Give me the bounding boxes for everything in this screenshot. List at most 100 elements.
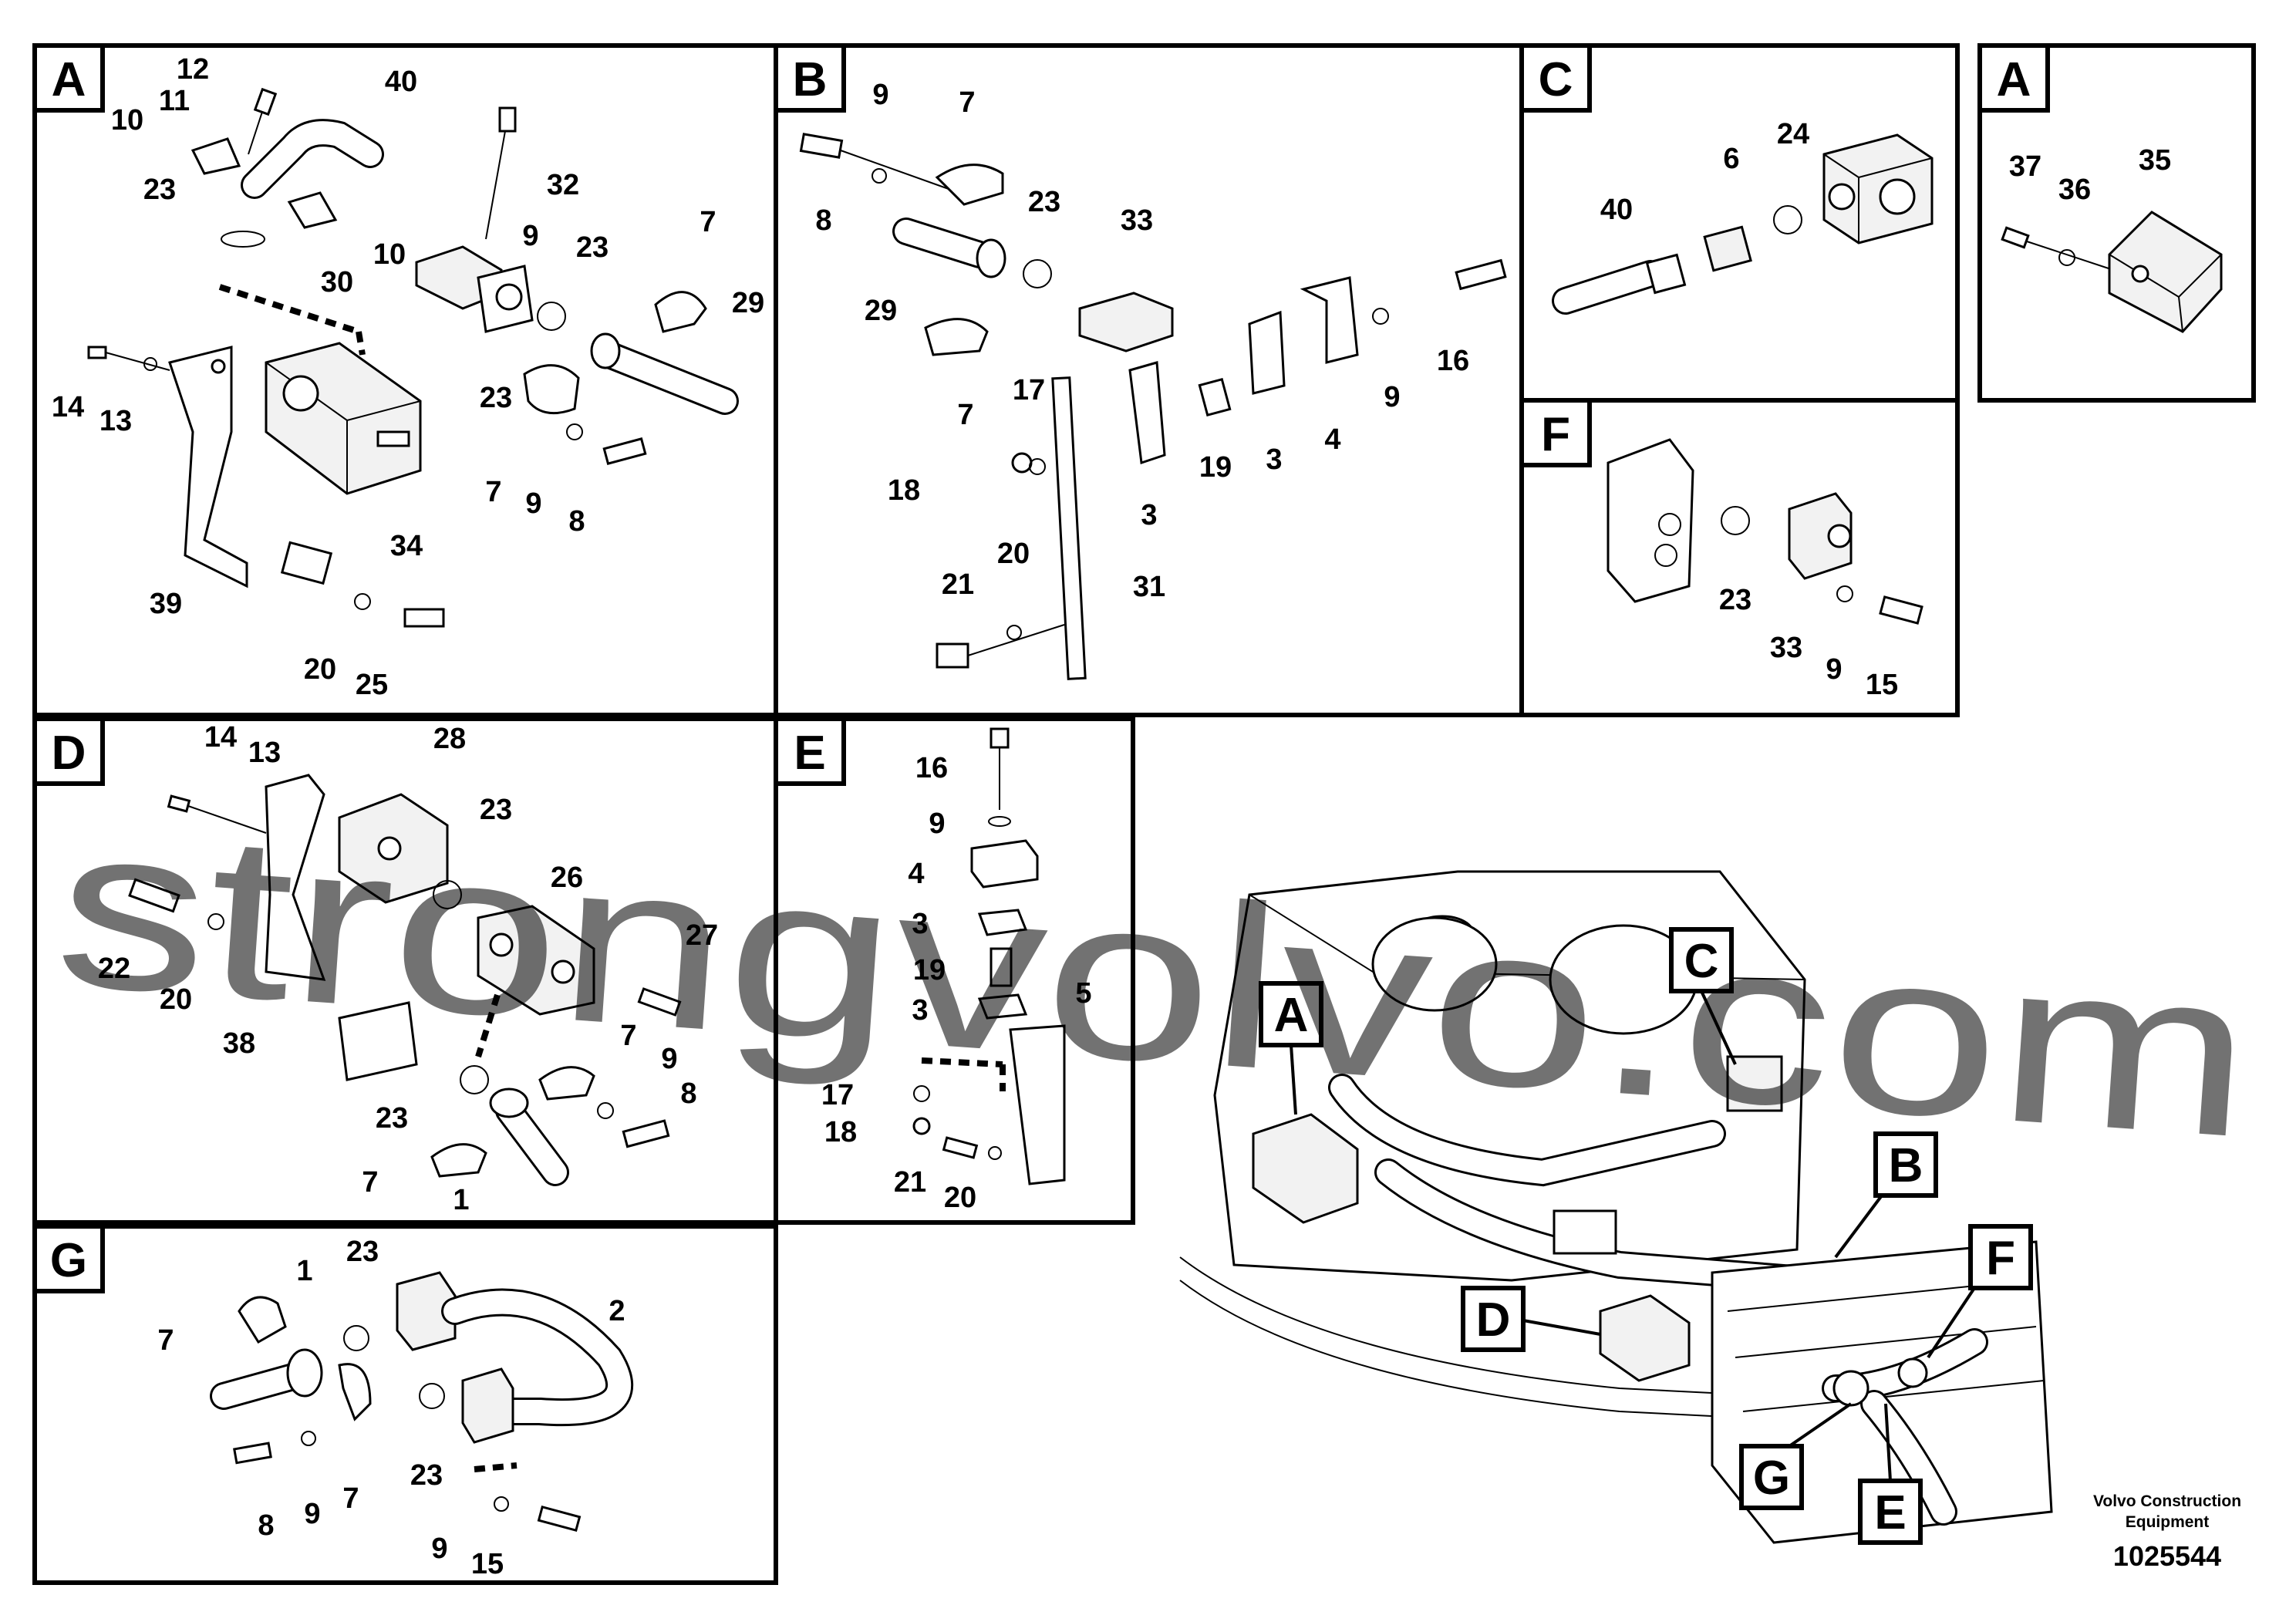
- callout-a-9b: 9: [525, 487, 541, 520]
- callout-a-7b: 7: [485, 476, 501, 508]
- callout-e-20: 20: [944, 1182, 976, 1214]
- panel-a-label-box: A: [32, 43, 105, 113]
- callout-g-9: 9: [304, 1498, 320, 1530]
- panel-f-drawing: [1607, 438, 1923, 625]
- callout-f-33: 33: [1770, 632, 1802, 664]
- svg-text:D: D: [1476, 1293, 1511, 1347]
- callout-b-17: 17: [1013, 374, 1045, 406]
- callout-a-11: 11: [159, 85, 190, 117]
- callout-b-23: 23: [1028, 186, 1060, 218]
- panel-d-label-box: D: [32, 717, 105, 786]
- callout-b-33: 33: [1121, 204, 1153, 237]
- callout-a-23b: 23: [576, 231, 609, 264]
- callout-a2-36: 36: [2058, 174, 2091, 206]
- overview-label-b: B: [1834, 1131, 1938, 1259]
- callout-e-19: 19: [913, 954, 946, 986]
- callout-b-4: 4: [1324, 423, 1340, 456]
- svg-text:A: A: [1274, 989, 1309, 1042]
- callout-a-25: 25: [356, 669, 388, 701]
- callout-b-20: 20: [997, 538, 1030, 570]
- panel-a-label: A: [52, 53, 86, 106]
- callout-d-1: 1: [453, 1184, 469, 1216]
- svg-text:E: E: [1874, 1486, 1906, 1539]
- brand-line-1: Volvo Construction: [2093, 1492, 2241, 1510]
- callout-g-23b: 23: [410, 1459, 443, 1492]
- panel-e-label-box: E: [774, 717, 846, 786]
- panel-f-frame: [1519, 398, 1960, 717]
- callout-d-23: 23: [480, 794, 512, 826]
- callout-a-30: 30: [321, 266, 353, 298]
- panel-a2-label-box: A: [1977, 43, 2050, 113]
- callout-e-17: 17: [821, 1079, 854, 1111]
- callout-b-9: 9: [872, 79, 888, 111]
- callout-a2-35: 35: [2139, 144, 2171, 177]
- panel-e-drawing: [912, 727, 1066, 1185]
- callout-b-29: 29: [865, 295, 897, 327]
- callout-e-9: 9: [929, 808, 945, 840]
- callout-a-20: 20: [304, 653, 336, 686]
- callout-a-12: 12: [177, 53, 209, 86]
- callout-e-4: 4: [908, 858, 924, 890]
- overview-label-f: F: [1927, 1224, 2033, 1359]
- panel-f-label-box: F: [1519, 398, 1592, 467]
- callout-d-38: 38: [223, 1027, 255, 1060]
- panel-a2-label: A: [1997, 53, 2031, 106]
- callout-c-6: 6: [1723, 143, 1739, 175]
- callout-e-16: 16: [915, 752, 948, 784]
- callout-a-10: 10: [111, 104, 143, 137]
- panel-c-label: C: [1539, 53, 1573, 106]
- callout-f-15: 15: [1866, 669, 1898, 701]
- callout-e-3b: 3: [912, 994, 928, 1027]
- panel-e-label: E: [794, 727, 825, 780]
- callout-a-23c: 23: [480, 382, 512, 414]
- callout-d-22: 22: [98, 953, 130, 985]
- callout-a2-37: 37: [2009, 150, 2041, 183]
- callout-d-26: 26: [551, 862, 583, 894]
- callout-a-40: 40: [385, 66, 417, 98]
- document-number: 1025544: [2113, 1540, 2221, 1572]
- callout-d-27: 27: [686, 919, 718, 952]
- panel-a-drawing: [87, 87, 739, 628]
- callout-c-24: 24: [1777, 118, 1809, 150]
- panel-f-label: F: [1541, 408, 1570, 461]
- callout-b-31: 31: [1133, 571, 1165, 603]
- panel-b-label: B: [793, 53, 828, 106]
- callout-e-18: 18: [824, 1116, 857, 1148]
- panel-a2-drawing: [2001, 211, 2223, 333]
- callout-a-13: 13: [99, 405, 132, 437]
- svg-text:C: C: [1684, 935, 1719, 988]
- callout-b-8: 8: [815, 204, 831, 237]
- callout-f-23: 23: [1719, 584, 1752, 616]
- callout-e-3: 3: [912, 908, 928, 940]
- panel-d-label: D: [52, 727, 86, 780]
- callout-a-23: 23: [143, 174, 176, 206]
- callout-b-18: 18: [888, 474, 920, 507]
- callout-d-14: 14: [204, 721, 237, 754]
- machine-overview: [1179, 870, 2053, 1544]
- panel-b-drawing: [799, 133, 1507, 680]
- callout-b-9b: 9: [1384, 381, 1400, 413]
- panel-g-frame: [32, 1224, 778, 1585]
- svg-text:G: G: [1753, 1452, 1790, 1505]
- overview-label-e: E: [1858, 1403, 1923, 1545]
- callout-f-9: 9: [1826, 653, 1842, 686]
- callout-g-7: 7: [157, 1324, 174, 1357]
- callout-a-34: 34: [390, 530, 423, 562]
- overview-label-g: G: [1739, 1402, 1853, 1510]
- svg-text:B: B: [1889, 1139, 1923, 1192]
- panel-c-drawing: [1552, 133, 1934, 315]
- callout-b-21: 21: [942, 568, 974, 601]
- callout-b-16: 16: [1437, 345, 1469, 377]
- callout-a-29: 29: [732, 287, 764, 319]
- callout-a-10b: 10: [373, 238, 406, 271]
- callout-b-19: 19: [1199, 451, 1232, 484]
- callout-d-20: 20: [160, 983, 192, 1016]
- panel-g-drawing: [210, 1271, 634, 1533]
- callout-b-7b: 7: [957, 399, 973, 431]
- callout-c-40: 40: [1600, 194, 1633, 226]
- callout-a-14: 14: [52, 391, 84, 423]
- callout-d-7: 7: [620, 1020, 636, 1052]
- callout-d-8: 8: [680, 1077, 696, 1110]
- brand-line-2: Equipment: [2126, 1513, 2210, 1531]
- overview-label-c: C: [1669, 927, 1737, 1065]
